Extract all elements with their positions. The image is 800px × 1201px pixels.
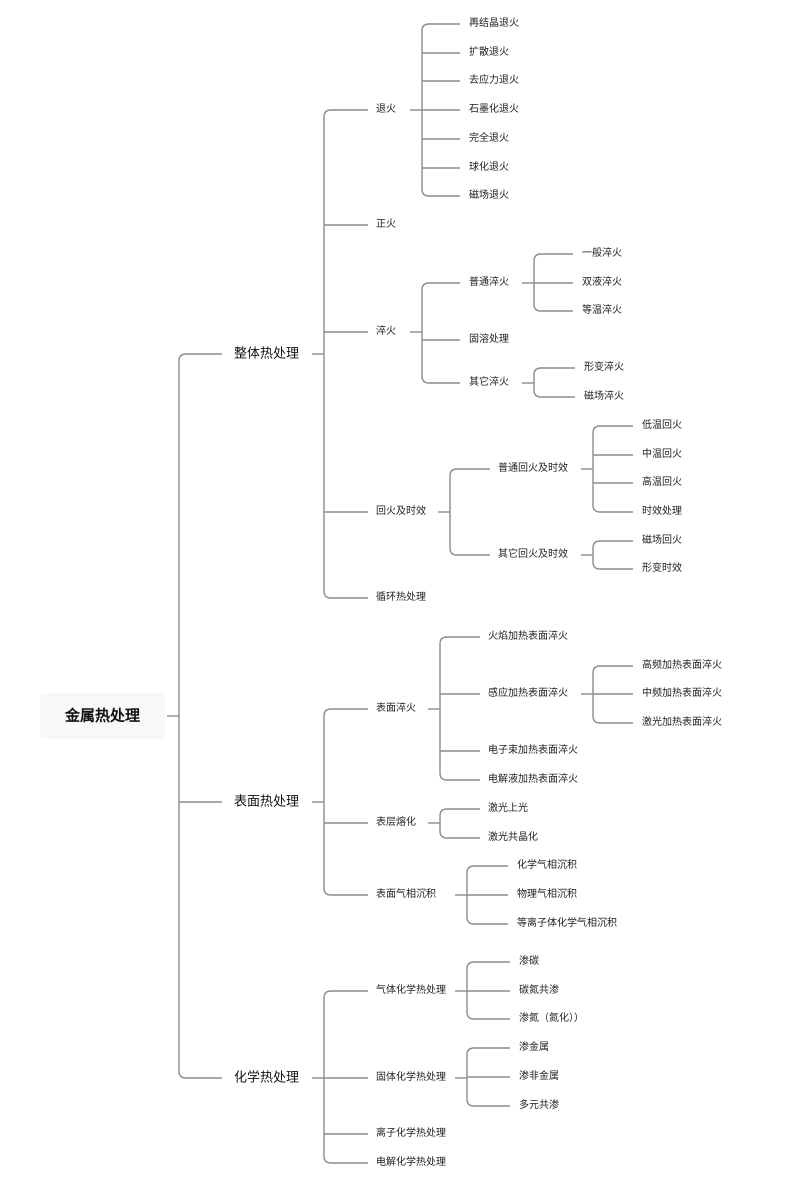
edge-0-4 (323, 590, 368, 599)
edge-0-0 (323, 109, 368, 118)
edge-2-0-2 (466, 1011, 510, 1020)
node-label-1-0-1-2[interactable]: 激光加热表面淬火 (642, 717, 722, 728)
node-label-0-0-0[interactable]: 再结晶退火 (469, 18, 519, 29)
node-label-0-2-0-2[interactable]: 等温淬火 (582, 305, 622, 316)
node-label-0-2-0-0[interactable]: 一般淬火 (582, 248, 622, 259)
node-label-0-2[interactable]: 淬火 (376, 326, 396, 337)
edge-1-0-1-2 (592, 715, 633, 724)
node-label-1-2[interactable]: 表面气相沉积 (376, 889, 436, 900)
edge-0-2-0-0 (533, 253, 573, 262)
node-label-0-2-0[interactable]: 普通淬火 (469, 277, 509, 288)
node-label-0-3-0-3[interactable]: 时效处理 (642, 506, 682, 517)
node-label-1-2-1[interactable]: 物理气相沉积 (517, 889, 577, 900)
node-label-0-3-0-2[interactable]: 高温回火 (642, 477, 682, 488)
node-label-1-1[interactable]: 表层熔化 (376, 817, 416, 828)
root-node-box[interactable] (40, 693, 165, 739)
edge-2-0 (323, 990, 368, 999)
node-label-0-2-2-0[interactable]: 形变淬火 (584, 362, 624, 373)
edge-0-3-1-1 (592, 561, 633, 570)
edge-1-2 (323, 887, 368, 896)
edge-2-1-2 (466, 1098, 510, 1107)
edge-0-2-2 (421, 375, 460, 384)
node-label-0-0-4[interactable]: 完全退火 (469, 133, 509, 144)
node-label-0-0-3[interactable]: 石墨化退火 (469, 104, 519, 115)
node-label-0-1[interactable]: 正火 (376, 219, 396, 230)
edge-2-1-0 (466, 1047, 510, 1056)
node-label-2-0-0[interactable]: 渗碳 (519, 956, 539, 967)
edge-1-1-0 (439, 808, 480, 817)
edge-1-2-0 (466, 865, 508, 874)
node-label-0-3-0-0[interactable]: 低温回火 (642, 420, 682, 431)
node-label-1-2-0[interactable]: 化学气相沉积 (517, 860, 577, 871)
edge-0-3-0 (449, 468, 490, 477)
node-label-2-1-0[interactable]: 渗金属 (519, 1042, 549, 1053)
edge-1-0-1-0 (592, 665, 633, 674)
edge-0-2-2-0 (533, 367, 575, 376)
node-label-0-3-0[interactable]: 普通回火及时效 (498, 463, 568, 474)
edge-0-3-0-0 (592, 425, 633, 434)
node-label-1-1-0[interactable]: 激光上光 (488, 803, 528, 814)
edge-0-3-1-0 (592, 540, 633, 549)
edge-0-0-0 (421, 23, 460, 32)
edge-1-2-2 (466, 916, 508, 925)
edge-0 (178, 353, 222, 362)
node-label-2-1-2[interactable]: 多元共渗 (519, 1100, 559, 1111)
node-label-1-2-2[interactable]: 等离子体化学气相沉积 (517, 918, 617, 929)
node-label-2-0-2[interactable]: 渗氮（氮化）） (519, 1013, 584, 1024)
edge-0-0-6 (421, 188, 460, 197)
node-label-1[interactable]: 表面热处理 (234, 794, 300, 810)
node-label-0-0-1[interactable]: 扩散退火 (469, 47, 509, 58)
node-label-1-0-3[interactable]: 电解液加热表面淬火 (488, 774, 578, 785)
edge-0-2-0-2 (533, 303, 573, 312)
node-label-1-0[interactable]: 表面淬火 (376, 703, 416, 714)
node-label-1-1-1[interactable]: 激光共晶化 (488, 832, 538, 843)
node-label-0-4[interactable]: 循环热处理 (376, 592, 426, 603)
node-label-0-3-1-1[interactable]: 形变时效 (642, 563, 682, 574)
node-label-0-2-0-1[interactable]: 双液淬火 (582, 277, 622, 288)
edge-1-0-0 (439, 636, 480, 645)
node-label-2-1-1[interactable]: 渗非金属 (519, 1071, 559, 1082)
node-label-2-2[interactable]: 离子化学热处理 (376, 1128, 446, 1139)
edge-1-0 (323, 708, 368, 717)
node-label-0-0-6[interactable]: 磁场退火 (469, 190, 509, 201)
node-label-0-2-2-1[interactable]: 磁场淬火 (584, 391, 624, 402)
node-label-2-1[interactable]: 固体化学热处理 (376, 1072, 446, 1083)
node-label-0-0-5[interactable]: 球化退火 (469, 162, 509, 173)
root-node-label[interactable]: 金属热处理 (65, 706, 141, 725)
node-label-2-0[interactable]: 气体化学热处理 (376, 985, 446, 996)
node-label-1-0-1[interactable]: 感应加热表面淬火 (488, 688, 568, 699)
edge-2 (178, 1070, 222, 1079)
edge-2-0-0 (466, 961, 510, 970)
node-label-0[interactable]: 整体热处理 (234, 346, 300, 362)
node-label-1-0-1-1[interactable]: 中频加热表面淬火 (642, 688, 722, 699)
edge-2-3 (323, 1155, 368, 1164)
node-label-0-2-2[interactable]: 其它淬火 (469, 377, 509, 388)
node-label-0-2-1[interactable]: 固溶处理 (469, 334, 509, 345)
node-label-1-0-1-0[interactable]: 高频加热表面淬火 (642, 660, 722, 671)
node-label-0-0[interactable]: 退火 (376, 104, 396, 115)
node-label-0-0-2[interactable]: 去应力退火 (469, 75, 519, 86)
edge-0-3-0-3 (592, 504, 633, 513)
node-label-0-3-0-1[interactable]: 中温回火 (642, 449, 682, 460)
node-label-0-3-1-0[interactable]: 磁场回火 (642, 535, 682, 546)
node-label-0-3[interactable]: 回火及时效 (376, 506, 426, 517)
node-label-0-3-1[interactable]: 其它回火及时效 (498, 549, 568, 560)
node-label-1-0-2[interactable]: 电子束加热表面淬火 (488, 745, 578, 756)
node-label-2[interactable]: 化学热处理 (234, 1070, 300, 1086)
node-label-2-3[interactable]: 电解化学热处理 (376, 1157, 446, 1168)
node-label-2-0-1[interactable]: 碳氮共渗 (519, 985, 559, 996)
edge-0-2-2-1 (533, 389, 575, 398)
edge-0-2-0 (421, 282, 460, 291)
edge-1-0-3 (439, 772, 480, 781)
edge-1-1-1 (439, 830, 480, 839)
node-label-1-0-0[interactable]: 火焰加热表面淬火 (488, 631, 568, 642)
edge-0-3-1 (449, 547, 490, 556)
